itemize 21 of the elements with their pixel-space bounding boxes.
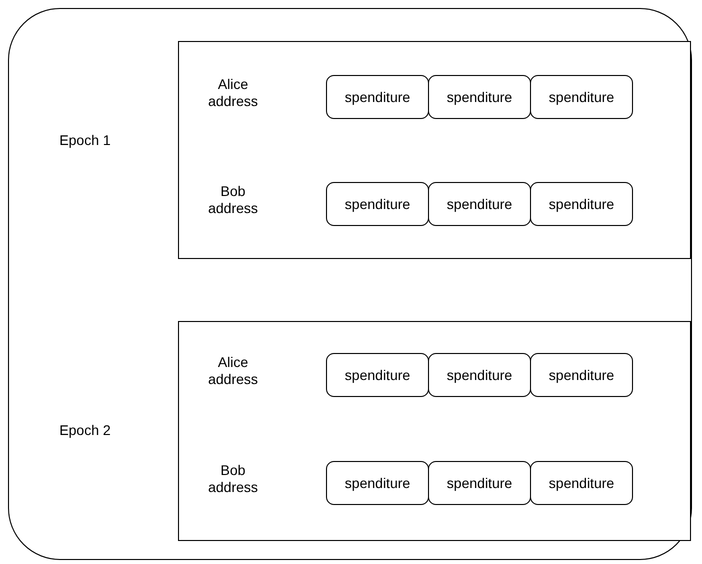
spenditure-box: spenditure <box>428 75 531 119</box>
row-label: Bob address <box>207 462 259 496</box>
row-label: Alice address <box>207 354 259 388</box>
row-label: Alice address <box>207 76 259 110</box>
spenditure-box: spenditure <box>326 182 429 226</box>
spenditure-box: spenditure <box>530 75 633 119</box>
container-box <box>178 321 691 541</box>
epoch-label: Epoch 1 <box>58 132 112 149</box>
epoch-label: Epoch 2 <box>58 422 112 439</box>
spenditure-box: spenditure <box>326 461 429 505</box>
spenditure-box: spenditure <box>428 353 531 397</box>
spenditure-box: spenditure <box>326 75 429 119</box>
spenditure-box: spenditure <box>428 461 531 505</box>
spenditure-box: spenditure <box>530 461 633 505</box>
spenditure-box: spenditure <box>326 353 429 397</box>
container-box <box>8 8 692 560</box>
spenditure-box: spenditure <box>530 182 633 226</box>
spenditure-box: spenditure <box>530 353 633 397</box>
spenditure-box: spenditure <box>428 182 531 226</box>
row-label: Bob address <box>207 183 259 217</box>
container-box <box>178 41 691 259</box>
